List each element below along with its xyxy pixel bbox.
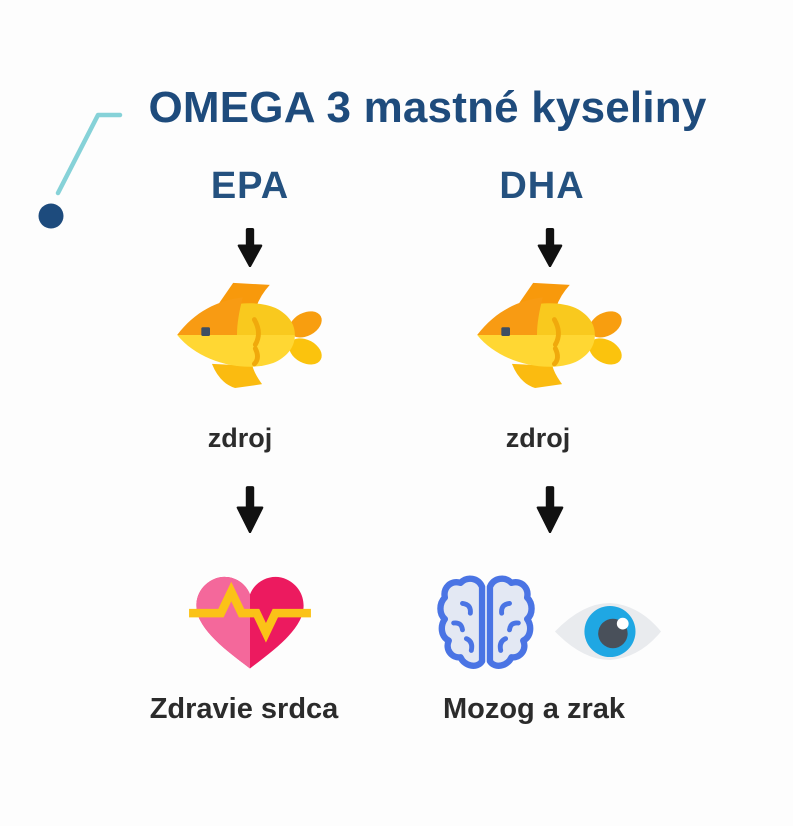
eye-icon <box>554 603 662 661</box>
page-title: OMEGA 3 mastné kyseliny <box>148 83 707 132</box>
fish-icon <box>476 282 622 388</box>
column-dha: DHA zdroj <box>390 160 710 726</box>
benefit-icons <box>189 567 311 679</box>
benefit-label: Zdravie srdca <box>149 692 339 725</box>
column-epa: EPA zdroj <box>90 160 410 726</box>
down-arrow-icon <box>237 227 263 267</box>
column-heading: EPA <box>210 165 290 207</box>
decor-line-icon <box>38 112 123 229</box>
column-heading: DHA <box>499 165 585 207</box>
benefit-icons <box>437 567 663 679</box>
fish-icon <box>176 282 322 388</box>
down-arrow-icon <box>536 485 564 533</box>
brain-icon <box>437 572 535 674</box>
down-arrow-icon <box>537 227 563 267</box>
benefit-label: Mozog a zrak <box>442 692 626 725</box>
source-label: zdroj <box>207 422 273 453</box>
down-arrow-icon <box>236 485 264 533</box>
source-label: zdroj <box>505 422 571 453</box>
decor-dot-icon <box>38 203 64 229</box>
heart-icon <box>189 577 311 669</box>
